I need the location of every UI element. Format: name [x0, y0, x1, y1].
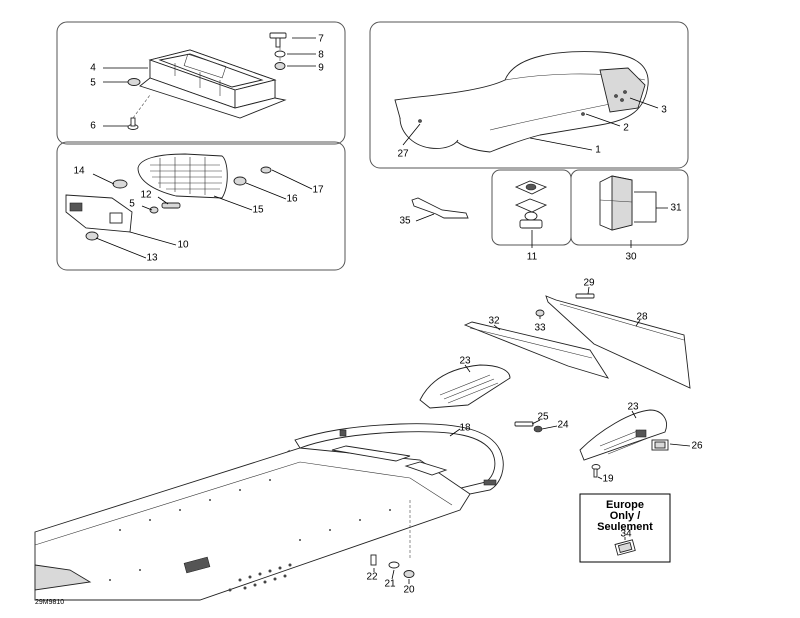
callout-10: 10	[177, 240, 189, 251]
callout-1: 1	[595, 145, 601, 156]
shock-kit-frame	[570, 169, 689, 246]
callout-30: 30	[625, 252, 637, 263]
callout-19: 19	[602, 474, 614, 485]
callout-33: 33	[534, 323, 546, 334]
callout-5: 5	[90, 78, 96, 89]
screw-part	[269, 32, 287, 48]
callout-3: 3	[661, 105, 667, 116]
callout-28: 28	[636, 312, 648, 323]
figure-reference: 29M9810	[35, 599, 64, 606]
callout-16: 16	[286, 194, 298, 205]
callout-12: 12	[140, 190, 152, 201]
shock-absorber-part	[599, 175, 633, 231]
latch-kit-part	[514, 180, 548, 229]
nut-part	[274, 62, 286, 70]
mud-flap-part	[545, 295, 691, 389]
callout-32: 32	[488, 316, 500, 327]
callout-20: 20	[403, 585, 415, 596]
callout-26: 26	[691, 441, 703, 452]
callout-18: 18	[459, 423, 471, 434]
screw-part-3	[591, 464, 601, 478]
callout-15: 15	[252, 205, 264, 216]
tunnel-part	[34, 445, 471, 601]
europe-reflector-part	[614, 539, 636, 556]
europe-note-line-2: Only /	[610, 510, 641, 522]
callout-8: 8	[318, 50, 324, 61]
europe-only-note: Europe Only / Seulement	[579, 493, 671, 563]
tunnel-vent-holes	[109, 479, 391, 592]
callout-5: 5	[129, 199, 135, 210]
europe-note-line-3: Seulement	[597, 521, 653, 533]
washer-part	[274, 50, 286, 58]
callout-31: 31	[670, 203, 682, 214]
rivet-part	[127, 117, 139, 130]
seat-part	[394, 51, 649, 153]
storage-box-group-frame	[56, 21, 346, 145]
side-panel-left-part	[419, 364, 511, 409]
grommet-part-3	[85, 231, 99, 241]
leader-lines	[92, 37, 691, 584]
callout-14: 14	[73, 166, 85, 177]
callout-2: 2	[623, 123, 629, 134]
europe-note-line-1: Europe	[606, 499, 644, 511]
callout-11: 11	[527, 252, 538, 263]
storage-box-part	[139, 49, 287, 119]
flap-stiffener-part	[463, 321, 610, 379]
taillight-group-frame	[56, 141, 346, 271]
nut-part-2	[260, 166, 272, 174]
side-panel-right-part	[579, 409, 667, 461]
callout-34: 34	[620, 529, 632, 540]
reflector-part	[651, 439, 669, 451]
callout-27: 27	[397, 149, 409, 160]
callout-9: 9	[318, 63, 324, 74]
tail-light-lens-part	[137, 153, 228, 199]
bolt-part-2	[514, 421, 534, 427]
screw-part-2	[575, 293, 595, 299]
grommet-part	[127, 78, 141, 86]
callout-23: 23	[627, 402, 639, 413]
callout-25: 25	[537, 412, 549, 423]
callout-29: 29	[583, 278, 595, 289]
nut-part-3	[535, 309, 545, 317]
bumper-fasteners	[370, 500, 415, 578]
tail-light-housing-part	[65, 194, 133, 233]
callout-24: 24	[557, 420, 569, 431]
seat-group-frame	[369, 21, 689, 169]
callout-23: 23	[459, 356, 471, 367]
washer-part-2	[149, 206, 159, 214]
callout-35: 35	[399, 216, 411, 227]
callout-7: 7	[318, 34, 324, 45]
grommet-part-2	[233, 176, 247, 186]
callout-17: 17	[312, 185, 324, 196]
callout-4: 4	[90, 63, 96, 74]
bracket-part	[411, 197, 469, 219]
nut-part-4	[533, 425, 543, 433]
bolt-part	[161, 202, 181, 209]
callout-6: 6	[90, 121, 96, 132]
callout-22: 22	[366, 572, 378, 583]
callout-21: 21	[384, 579, 396, 590]
callout-13: 13	[146, 253, 158, 264]
bulb-socket-part	[112, 179, 128, 189]
